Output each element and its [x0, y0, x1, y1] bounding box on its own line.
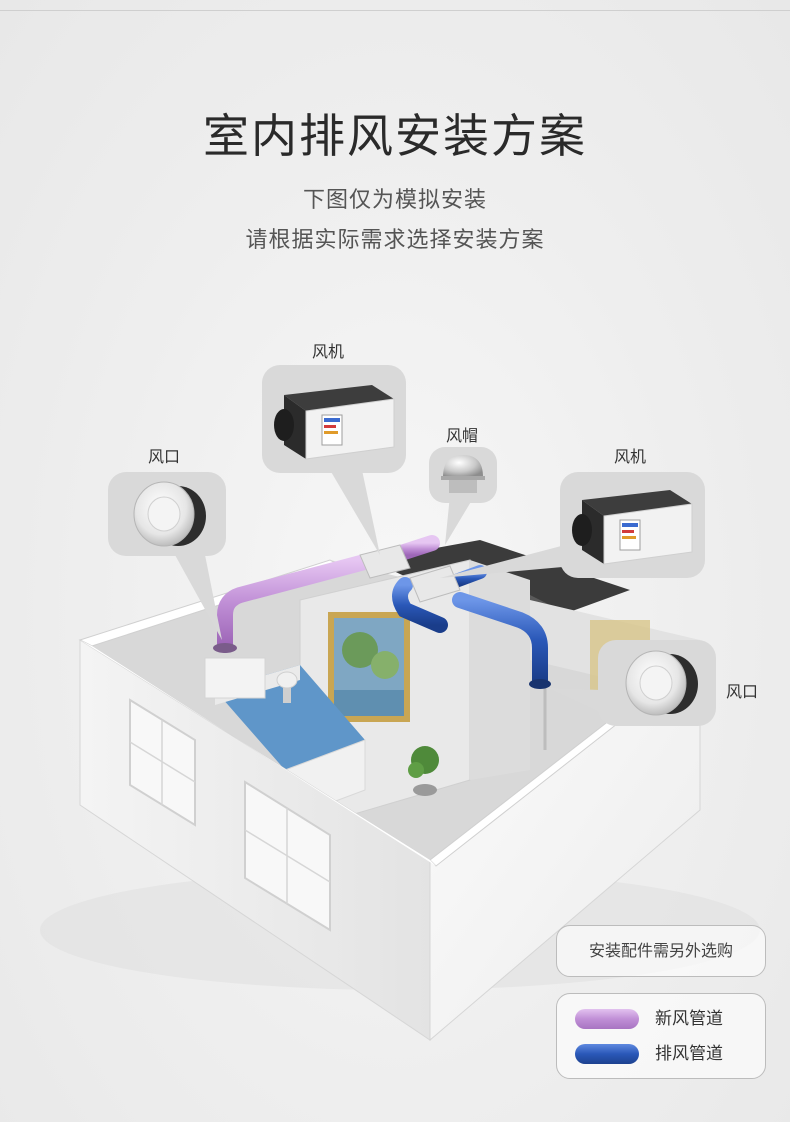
top-divider: [0, 10, 790, 11]
accessories-note: 安装配件需另外选购: [556, 925, 766, 977]
subtitle-line-1: 下图仅为模拟安装: [302, 188, 487, 213]
callout-vent-right: [598, 640, 716, 726]
callout-vent-left: [108, 472, 226, 556]
callout-label-vent-left: 风口: [148, 447, 181, 466]
callout-label-vent-right: 风口: [726, 682, 759, 701]
callout-fan-top: [262, 365, 406, 473]
legend-label-fresh-air: 新风管道: [655, 1009, 723, 1029]
legend-label-exhaust: 排风管道: [655, 1044, 723, 1064]
duct-legend: 新风管道 排风管道: [556, 993, 766, 1079]
rain-cap-icon: [441, 455, 485, 493]
page-title: 室内排风安装方案: [203, 109, 587, 163]
callout-fan-right: [560, 472, 705, 578]
callout-label-cap: 风帽: [446, 426, 479, 445]
subtitle-line-2: 请根据实际需求选择安装方案: [245, 228, 545, 253]
callout-cap: [429, 447, 497, 503]
fan-unit-icon: [274, 385, 395, 460]
air-vent-icon: [133, 481, 206, 547]
callout-label-fan-top: 风机: [312, 342, 345, 361]
fan-unit-icon: [572, 490, 693, 565]
legend-swatch-blue: [575, 1044, 639, 1064]
air-vent-icon: [625, 650, 698, 716]
legend-swatch-purple: [575, 1009, 639, 1029]
callout-label-fan-right: 风机: [614, 447, 647, 466]
